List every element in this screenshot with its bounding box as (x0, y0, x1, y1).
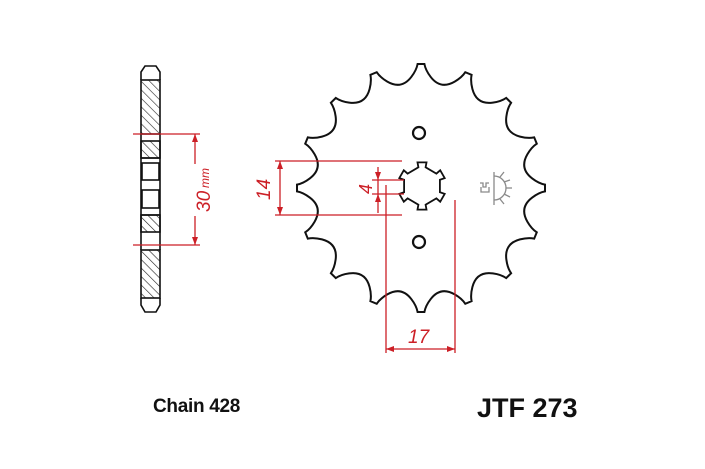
dimension-14-label: 14 (254, 179, 275, 200)
profile-hatch-top (140, 79, 161, 135)
profile-top-chamfer (140, 65, 161, 80)
profile-hatch-upper-mid (140, 140, 161, 159)
profile-hatch-lower-mid (140, 214, 161, 233)
part-number-label: JTF 273 (477, 393, 578, 423)
chain-size-label: Chain 428 (153, 396, 241, 417)
profile-spline-box-2 (141, 189, 160, 209)
dimension-17-label: 17 (408, 327, 431, 348)
dimension-30mm-label: 30 (194, 190, 215, 212)
profile-spline-box-1 (141, 162, 160, 181)
profile-bottom-chamfer (140, 298, 161, 313)
spline-hub (397, 161, 447, 211)
dimension-4 (372, 167, 404, 213)
bolt-hole-top (411, 125, 427, 141)
dimension-17 (385, 185, 456, 353)
dimension-4-label: 4 (356, 184, 376, 194)
dimension-30mm-unit: mm (198, 168, 212, 188)
profile-view (140, 65, 161, 313)
bolt-hole-bottom (411, 234, 427, 250)
profile-hatch-bottom (140, 249, 161, 299)
dimension-14 (275, 160, 402, 216)
sun-logo-icon (480, 171, 512, 205)
